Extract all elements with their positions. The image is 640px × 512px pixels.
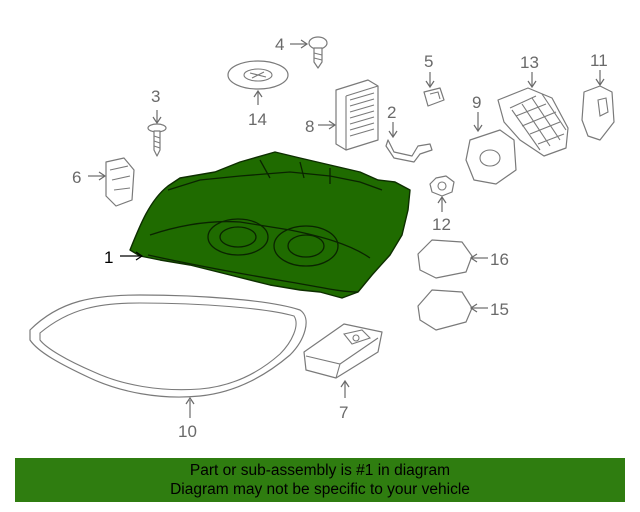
callout-9: 9 — [472, 93, 481, 112]
lens-gasket-part-10 — [29, 294, 307, 398]
info-banner: Part or sub-assembly is #1 in diagram Di… — [15, 458, 625, 502]
bracket-part-2 — [385, 139, 433, 163]
callout-12: 12 — [432, 215, 451, 234]
module-part-8 — [335, 79, 379, 151]
cover-part-14 — [227, 60, 289, 90]
screw-part-3 — [147, 123, 167, 157]
clip-part-5 — [423, 87, 445, 107]
callout-6: 6 — [72, 168, 81, 187]
callout-13: 13 — [520, 53, 539, 72]
callout-3: 3 — [151, 87, 160, 106]
cap-part-11 — [581, 85, 615, 141]
callout-11: 11 — [590, 51, 608, 70]
housing-part-9 — [465, 129, 517, 185]
callout-2: 2 — [387, 103, 396, 122]
vent-cover-part-13 — [497, 87, 569, 157]
callout-16: 16 — [490, 250, 509, 269]
callout-8: 8 — [305, 117, 314, 136]
bracket-part-6 — [105, 157, 135, 207]
callout-7: 7 — [339, 403, 348, 422]
callout-4: 4 — [275, 35, 284, 54]
pad-part-16 — [417, 239, 473, 279]
callout-14: 14 — [248, 110, 267, 129]
headlamp-assembly-part-1 — [129, 151, 411, 299]
pad-part-15 — [417, 289, 473, 331]
bulb-part-12 — [429, 175, 455, 197]
callout-5: 5 — [424, 52, 433, 71]
parts-diagram: 10 1 3 4 14 — [29, 35, 615, 441]
callout-10: 10 — [178, 422, 197, 441]
banner-line-1: Part or sub-assembly is #1 in diagram — [189, 462, 451, 479]
control-unit-part-7 — [303, 323, 383, 379]
banner-line-2: Diagram may not be specific to your vehi… — [170, 481, 470, 498]
screw-part-4 — [308, 36, 328, 69]
callout-15: 15 — [490, 300, 509, 319]
callout-1: 1 — [104, 248, 113, 267]
